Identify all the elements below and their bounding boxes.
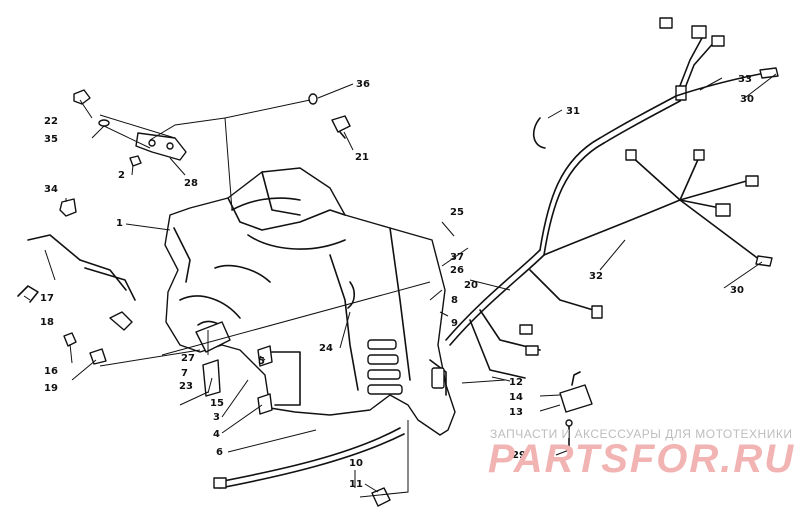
callout-33: 33: [738, 74, 752, 85]
bushing-2: [129, 155, 142, 167]
washer-36: [308, 93, 318, 105]
callout-10: 10: [349, 458, 363, 469]
callout-12: 12: [509, 377, 523, 388]
switch-bracket-5: [257, 345, 273, 415]
callout-35: 35: [44, 134, 58, 145]
callout-36: 36: [356, 79, 370, 90]
cable-6: [213, 427, 405, 489]
callout-25: 25: [450, 207, 464, 218]
leader-lines: [23, 73, 777, 498]
callout-1: 1: [116, 218, 123, 229]
throttle-cable-17: [27, 234, 136, 331]
callout-27: 27: [181, 353, 195, 364]
callout-23: 23: [179, 381, 193, 392]
callout-4: 4: [213, 429, 220, 440]
callout-5: 5: [258, 356, 265, 367]
bracket-27: [195, 321, 231, 353]
clip-11: [371, 487, 391, 507]
callout-17: 17: [40, 293, 54, 304]
switch-19: [89, 348, 107, 365]
callout-7: 7: [181, 368, 188, 379]
washer-35: [98, 119, 110, 127]
switch-21: [331, 115, 351, 139]
callout-30-bottom: 30: [730, 285, 744, 296]
callout-18: 18: [40, 317, 54, 328]
callout-2: 2: [118, 170, 125, 181]
callout-16: 16: [44, 366, 58, 377]
screw-29: [565, 419, 573, 451]
watermark-logo: PARTSFOR.RU: [488, 437, 796, 481]
callout-19: 19: [44, 383, 58, 394]
watermark-caption: ЗАПЧАСТИ И АКСЕССУАРЫ ДЛЯ МОТОТЕХНИКИ: [490, 427, 793, 441]
callout-31: 31: [566, 106, 580, 117]
callout-26: 26: [450, 265, 464, 276]
callout-30-top: 30: [740, 94, 754, 105]
wiring-harness: [445, 17, 779, 379]
top-bracket: [135, 132, 187, 161]
callout-22: 22: [44, 116, 58, 127]
clip-18: [17, 285, 39, 303]
callout-24: 24: [319, 343, 333, 354]
callout-34: 34: [44, 184, 58, 195]
callout-32: 32: [589, 271, 603, 282]
callout-14: 14: [509, 392, 523, 403]
callout-13: 13: [509, 407, 523, 418]
callout-15: 15: [210, 398, 224, 409]
callout-8: 8: [451, 295, 458, 306]
callout-21: 21: [355, 152, 369, 163]
callout-29: 29: [512, 450, 526, 461]
callout-6: 6: [216, 447, 223, 458]
grommet-34: [59, 198, 77, 217]
callout-9: 9: [451, 318, 458, 329]
callout-labels: 1 2 3 4 5 6 7 8 9 10 11 12 13 14 15 16 1…: [40, 74, 754, 490]
callout-3: 3: [213, 412, 220, 423]
regulator-13: [559, 371, 593, 413]
callout-28: 28: [184, 178, 198, 189]
dash-console-housing: [164, 167, 456, 436]
nut-22: [73, 89, 91, 105]
callout-20: 20: [464, 280, 478, 291]
screw-16: [63, 332, 77, 347]
callout-11: 11: [349, 479, 363, 490]
callout-37: 37: [450, 252, 464, 263]
